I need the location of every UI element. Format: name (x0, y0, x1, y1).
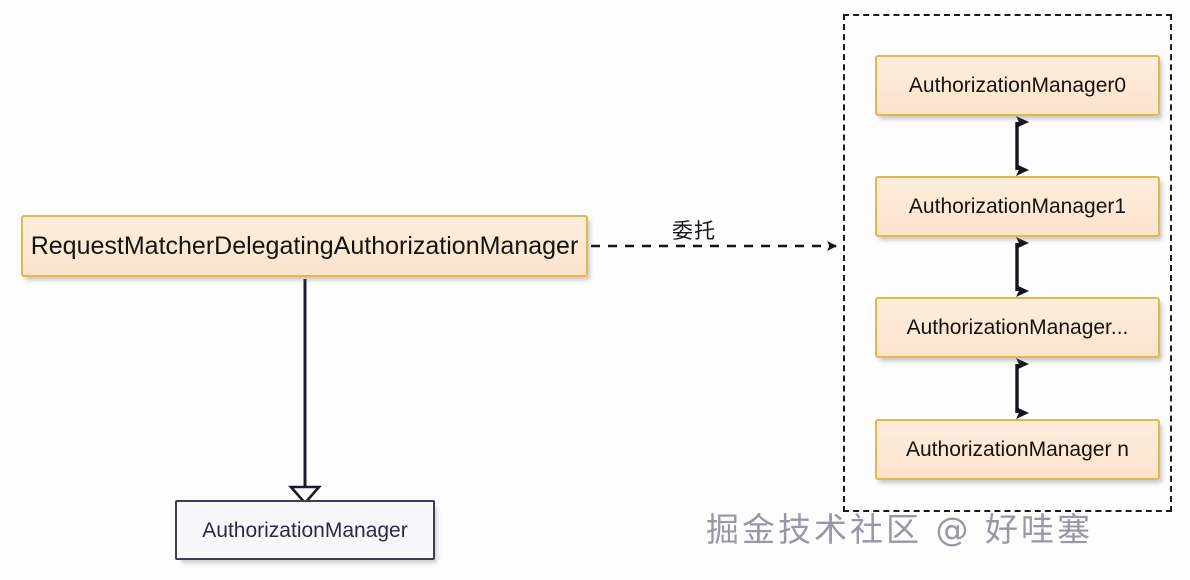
node-authorization-manager-interface[interactable]: AuthorizationManager (175, 500, 435, 560)
node-label: AuthorizationManager0 (908, 74, 1127, 97)
node-authorization-manager-n[interactable]: AuthorizationManager n (875, 419, 1160, 480)
node-label: AuthorizationManager1 (908, 195, 1127, 218)
node-request-matcher-delegating-authorization-manager[interactable]: RequestMatcherDelegatingAuthorizationMan… (21, 215, 588, 277)
node-label: AuthorizationManager n (906, 438, 1129, 461)
node-authorization-manager-0[interactable]: AuthorizationManager0 (875, 55, 1160, 116)
node-label: AuthorizationManager... (906, 316, 1129, 339)
manager-group-container (843, 14, 1172, 512)
node-authorization-manager-ellipsis[interactable]: AuthorizationManager... (875, 297, 1160, 358)
node-authorization-manager-1[interactable]: AuthorizationManager1 (875, 176, 1160, 237)
node-label: AuthorizationManager (202, 518, 408, 542)
realization-arrow (288, 279, 322, 505)
node-label: RequestMatcherDelegatingAuthorizationMan… (30, 231, 579, 260)
watermark-text: 掘金技术社区 @ 好哇塞 (706, 510, 1093, 549)
delegate-edge-label: 委托 (672, 220, 716, 243)
